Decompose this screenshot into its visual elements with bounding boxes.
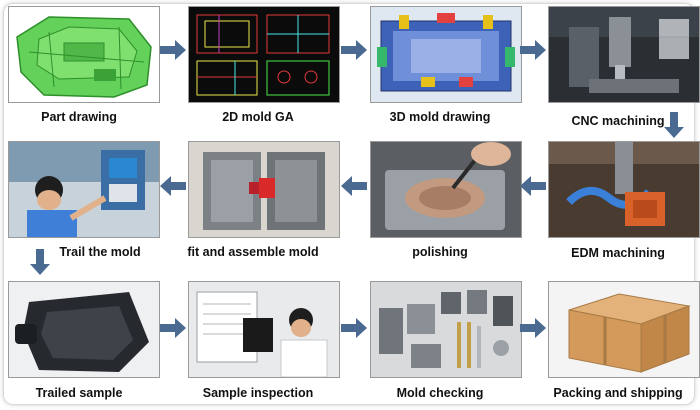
mold-components-icon <box>371 282 521 377</box>
arrow-right-icon <box>341 318 367 338</box>
step-label-3d-mold-drawing: 3D mold drawing <box>389 110 491 124</box>
step-label-polishing: polishing <box>412 245 468 259</box>
polishing-tool-icon <box>371 142 521 237</box>
3d-mold-model-icon <box>371 7 521 102</box>
injection-machine-operator-icon <box>9 142 159 237</box>
arrow-right-icon <box>341 40 367 60</box>
sample-inspection-image <box>188 281 340 378</box>
cnc-machine-icon <box>549 7 699 102</box>
mold-checking-image <box>370 281 522 378</box>
plastic-sample-part-icon <box>9 282 159 377</box>
step-label-packing-and-shipping: Packing and shipping <box>553 386 683 400</box>
trailed-sample-image <box>8 281 160 378</box>
packing-and-shipping-image <box>548 281 700 378</box>
edm-electrode-icon <box>549 142 699 237</box>
arrow-right-icon <box>520 40 546 60</box>
step-label-cnc-machining: CNC machining <box>571 114 665 128</box>
step-label-sample-inspection: Sample inspection <box>202 386 314 400</box>
step-label-trail-the-mold: Trail the mold <box>59 245 141 259</box>
arrow-left-icon <box>341 176 367 196</box>
cad-blueprint-icon <box>189 7 339 102</box>
step-label-2d-mold-ga: 2D mold GA <box>222 110 294 124</box>
part-drawing-image <box>8 6 160 103</box>
inspection-worker-icon <box>189 282 339 377</box>
cnc-machining-image <box>548 6 700 103</box>
2d-mold-ga-image <box>188 6 340 103</box>
green-car-part-model-icon <box>9 7 159 102</box>
step-label-trailed-sample: Trailed sample <box>35 386 123 400</box>
step-label-part-drawing: Part drawing <box>41 110 117 124</box>
step-label-mold-checking: Mold checking <box>396 386 484 400</box>
assembled-mold-icon <box>189 142 339 237</box>
edm-machining-image <box>548 141 700 238</box>
arrow-down-icon <box>664 112 684 138</box>
trail-the-mold-image <box>8 141 160 238</box>
arrow-down-icon <box>30 249 50 275</box>
arrow-right-icon <box>160 40 186 60</box>
step-label-edm-machining: EDM machining <box>571 246 665 260</box>
wooden-crate-icon <box>549 282 699 377</box>
fit-and-assemble-mold-image <box>188 141 340 238</box>
arrow-right-icon <box>520 318 546 338</box>
arrow-left-icon <box>160 176 186 196</box>
polishing-image <box>370 141 522 238</box>
arrow-left-icon <box>520 176 546 196</box>
arrow-right-icon <box>160 318 186 338</box>
step-label-fit-and-assemble-mold: fit and assemble mold <box>187 245 319 259</box>
3d-mold-drawing-image <box>370 6 522 103</box>
